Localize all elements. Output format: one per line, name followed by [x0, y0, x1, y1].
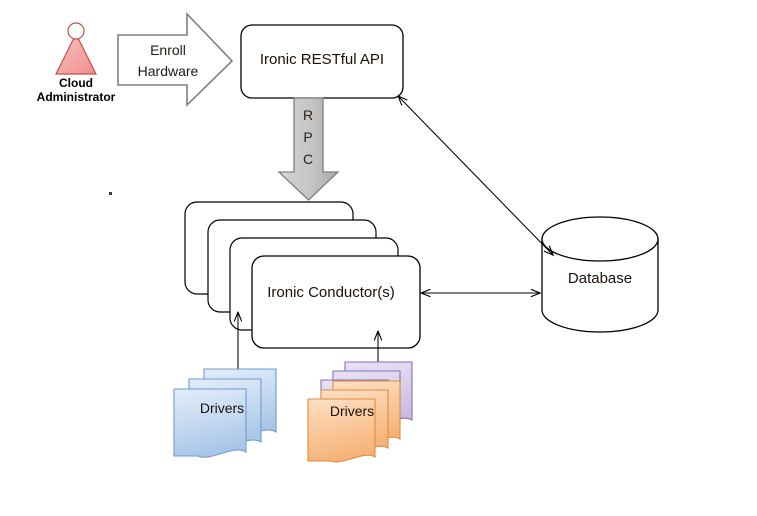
ironic-conductor-box: [251, 255, 421, 349]
drivers-blue-stack: [173, 368, 277, 458]
enroll-hardware-block-arrow: [117, 12, 234, 107]
actor-person-icon: [55, 22, 97, 75]
ironic-conductor-stack: [184, 201, 421, 349]
drivers-blue-front-document: [173, 388, 247, 458]
stray-dot-mark: [109, 192, 112, 195]
connector-api-database: [398, 96, 553, 255]
database-cylinder: [541, 216, 659, 333]
ironic-restful-api-box: [240, 24, 404, 99]
drivers-orange-stack: [307, 361, 413, 463]
rpc-block-arrow: [277, 97, 340, 201]
drivers-orange-front-document: [307, 398, 376, 463]
